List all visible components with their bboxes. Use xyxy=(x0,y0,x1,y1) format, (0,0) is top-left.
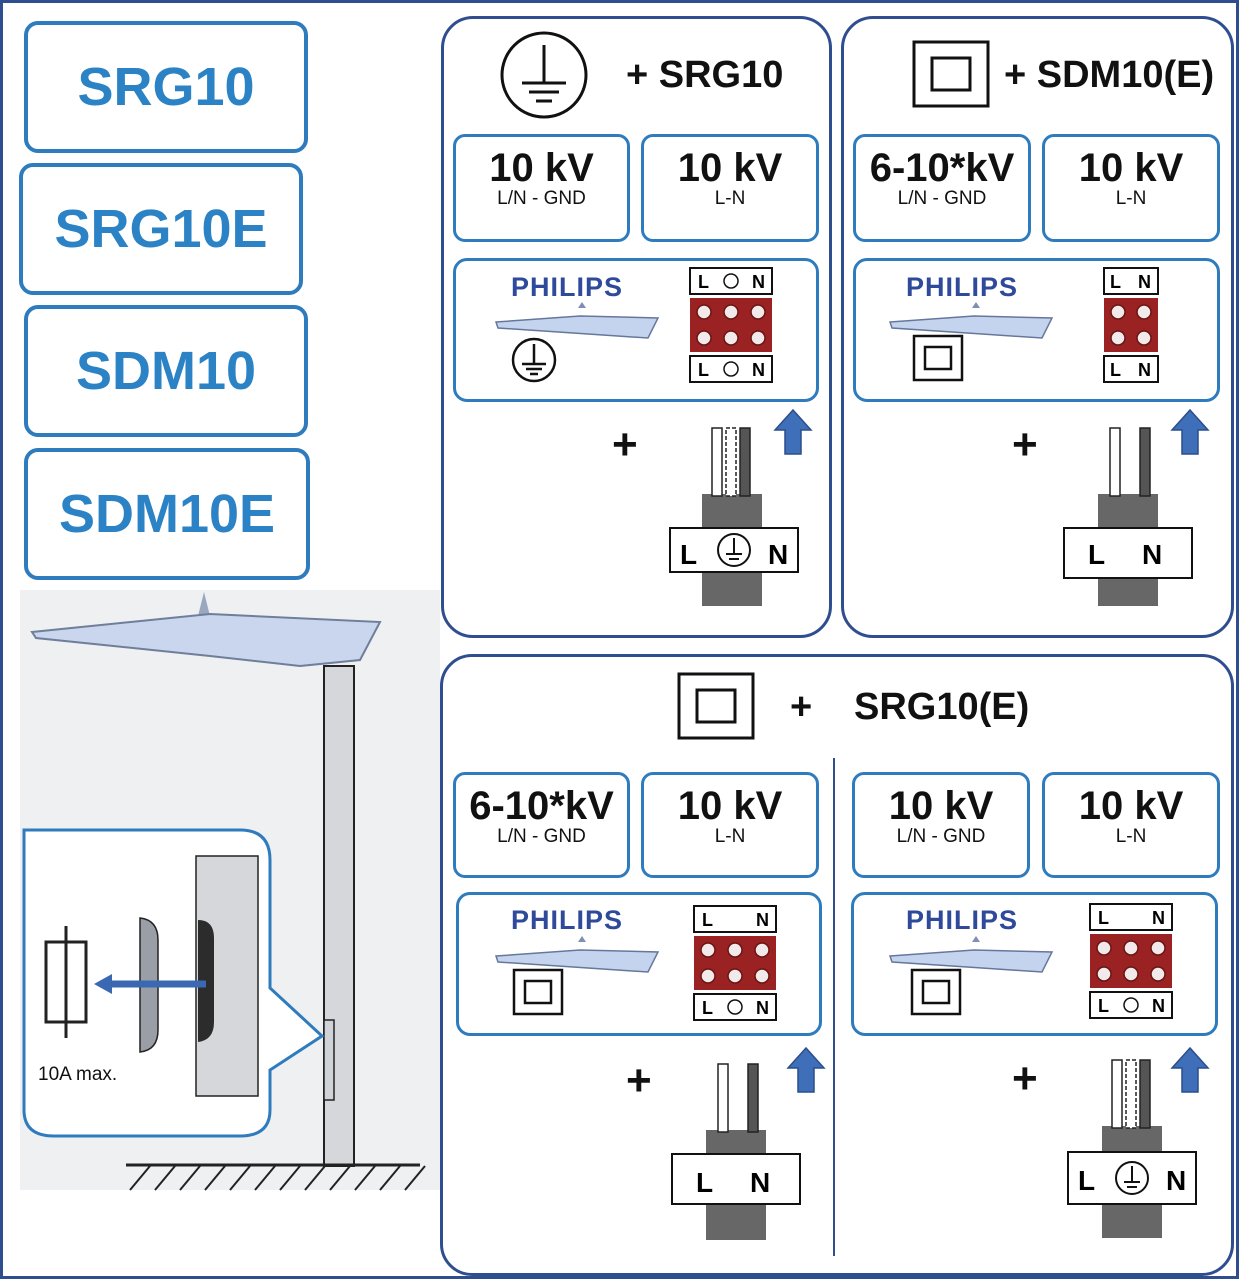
terminal-label-n: N xyxy=(752,272,765,292)
terminal-label-n: N xyxy=(1152,908,1165,928)
model-srg10e: SRG10E xyxy=(19,163,303,295)
voltage-box-lngnd: 6-10*kV L/N - GND xyxy=(453,772,630,878)
voltage-box-ln: 10 kV L-N xyxy=(1042,772,1220,878)
voltage-box-lngnd: 10 kV L/N - GND xyxy=(852,772,1030,878)
terminal-label-l: L xyxy=(702,998,713,1018)
fuse-rating-label: 10A max. xyxy=(38,1064,118,1085)
voltage-sub: L-N xyxy=(714,188,746,209)
voltage-box-lngnd: 10 kV L/N - GND xyxy=(453,134,630,242)
luminaire-icon xyxy=(888,302,1054,339)
terminal-label-n: N xyxy=(1138,272,1151,292)
voltage-value: 10 kV xyxy=(489,146,594,190)
plus-sign: + xyxy=(1012,420,1038,469)
terminal-label-n: N xyxy=(756,910,769,930)
voltage-box-ln: 10 kV L-N xyxy=(1042,134,1220,242)
cable-connector-icon: L N xyxy=(1067,1059,1197,1238)
luminaire-icon xyxy=(494,936,660,973)
connector-label-n: N xyxy=(1166,1165,1186,1196)
voltage-sub: L/N - GND xyxy=(896,826,986,847)
philips-logo: PHILIPS xyxy=(906,272,1019,302)
up-arrow-icon xyxy=(773,408,813,455)
plus-sign: + xyxy=(612,420,638,469)
earth-ground-icon xyxy=(500,31,588,119)
voltage-sub: L-N xyxy=(714,826,746,847)
class-ii-double-square-icon xyxy=(912,334,964,382)
terminal-label-l: L xyxy=(1098,908,1109,928)
voltage-sub: L-N xyxy=(1115,188,1147,209)
voltage-sub: L/N - GND xyxy=(497,188,586,209)
class-ii-double-square-icon xyxy=(677,672,755,740)
connector-label-n: N xyxy=(750,1167,770,1198)
voltage-box-ln: 10 kV L-N xyxy=(641,772,819,878)
voltage-sub: L-N xyxy=(1115,826,1147,847)
connector-label-n: N xyxy=(768,539,788,570)
luminaire-icon xyxy=(888,936,1054,973)
cable-connector-icon: L N xyxy=(669,427,799,606)
voltage-value: 10 kV xyxy=(888,784,994,828)
voltage-value: 10 kV xyxy=(1078,146,1184,190)
street-light-illustration xyxy=(20,590,440,1191)
terminal-label-l: L xyxy=(1110,272,1121,292)
model-sdm10e: SDM10E xyxy=(24,448,310,580)
voltage-value: 6-10*kV xyxy=(869,146,1015,190)
terminal-block-icon: L N L N xyxy=(689,267,773,383)
plus-sign: + xyxy=(626,1056,652,1105)
voltage-value: 6-10*kV xyxy=(469,784,614,828)
class-ii-double-square-icon xyxy=(912,40,990,108)
luminaire-icon xyxy=(494,302,660,339)
philips-logo: PHILIPS xyxy=(511,905,624,935)
terminal-label-n: N xyxy=(1138,360,1151,380)
up-arrow-icon xyxy=(1170,408,1210,455)
earth-ground-icon xyxy=(511,337,557,383)
terminal-label-l: L xyxy=(1098,996,1109,1016)
panel-header-label: + SRG10 xyxy=(626,54,784,96)
philips-logo: PHILIPS xyxy=(906,905,1019,935)
terminal-block-icon: L N L N xyxy=(693,905,777,1021)
connector-label-n: N xyxy=(1142,539,1162,570)
panel-header-plus: + xyxy=(790,686,813,728)
up-arrow-icon xyxy=(1170,1046,1210,1093)
terminal-label-n: N xyxy=(756,998,769,1018)
up-arrow-icon xyxy=(786,1046,826,1093)
terminal-block-icon: L N L N xyxy=(1103,267,1159,383)
plus-sign: + xyxy=(1012,1054,1038,1103)
terminal-block-icon: L N L N xyxy=(1089,903,1173,1019)
model-sdm10: SDM10 xyxy=(24,305,308,437)
class-ii-double-square-icon xyxy=(910,968,962,1016)
panel-header-label: + SDM10(E) xyxy=(1004,54,1215,96)
philips-logo: PHILIPS xyxy=(511,272,624,302)
voltage-value: 10 kV xyxy=(677,146,783,190)
cable-connector-icon: L N xyxy=(1063,427,1193,606)
class-ii-double-square-icon xyxy=(512,968,564,1016)
voltage-sub: L/N - GND xyxy=(897,188,987,209)
voltage-value: 10 kV xyxy=(1078,784,1184,828)
connector-label-l: L xyxy=(680,539,697,570)
terminal-label-l: L xyxy=(702,910,713,930)
connector-label-l: L xyxy=(696,1167,713,1198)
voltage-box-lngnd: 6-10*kV L/N - GND xyxy=(853,134,1031,242)
voltage-box-ln: 10 kV L-N xyxy=(641,134,819,242)
terminal-label-l: L xyxy=(1110,360,1121,380)
terminal-label-n: N xyxy=(1152,996,1165,1016)
cable-connector-icon: L N xyxy=(671,1063,801,1240)
connector-label-l: L xyxy=(1088,539,1105,570)
voltage-sub: L/N - GND xyxy=(497,826,586,847)
voltage-value: 10 kV xyxy=(677,784,783,828)
terminal-label-l: L xyxy=(698,360,709,380)
panel-header-label: SRG10(E) xyxy=(854,686,1030,728)
connector-label-l: L xyxy=(1078,1165,1095,1196)
panel-divider xyxy=(833,758,835,1256)
model-srg10: SRG10 xyxy=(24,21,308,153)
terminal-label-n: N xyxy=(752,360,765,380)
terminal-label-l: L xyxy=(698,272,709,292)
